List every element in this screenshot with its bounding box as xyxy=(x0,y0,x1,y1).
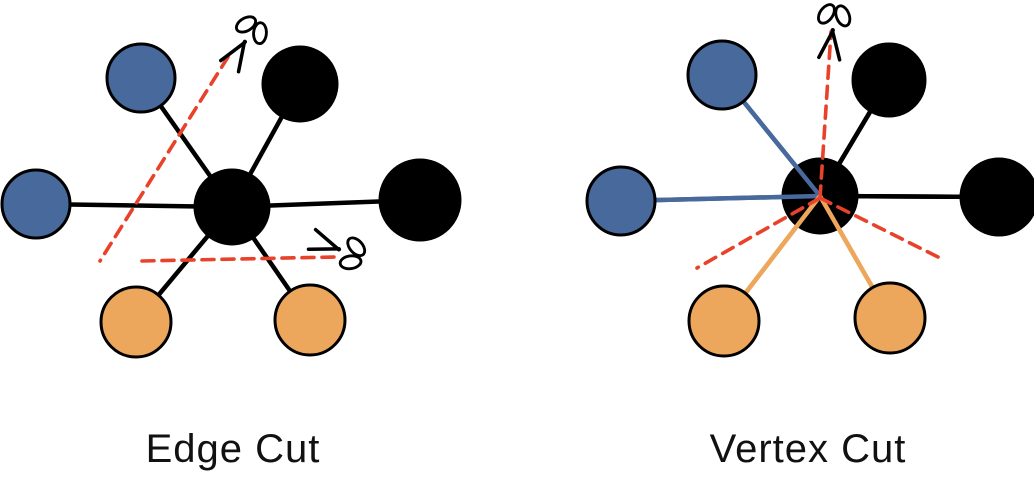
scissors-icon xyxy=(303,220,374,279)
orange-node xyxy=(853,281,927,355)
vertex-cut-label: Vertex Cut xyxy=(710,427,907,471)
scissors-icon xyxy=(808,0,857,63)
orange-node xyxy=(273,283,347,357)
cut-line xyxy=(818,30,833,200)
cut-line xyxy=(140,255,337,263)
blue-node xyxy=(105,42,177,114)
vertex-cut-diagram xyxy=(585,0,1034,358)
black-node xyxy=(378,158,462,242)
cut-line xyxy=(818,196,940,259)
orange-node xyxy=(687,284,761,358)
blue-node xyxy=(585,165,657,237)
edge-cut-label: Edge Cut xyxy=(146,427,321,471)
blue-node xyxy=(0,168,72,240)
cut-line xyxy=(695,196,822,270)
black-node xyxy=(851,42,927,118)
edge-cut-diagram xyxy=(0,6,462,359)
blue-node xyxy=(686,39,758,111)
black-node xyxy=(959,157,1034,237)
cut-line xyxy=(98,55,230,263)
black-node xyxy=(261,45,339,123)
orange-node xyxy=(99,285,173,359)
center-node xyxy=(193,168,271,246)
